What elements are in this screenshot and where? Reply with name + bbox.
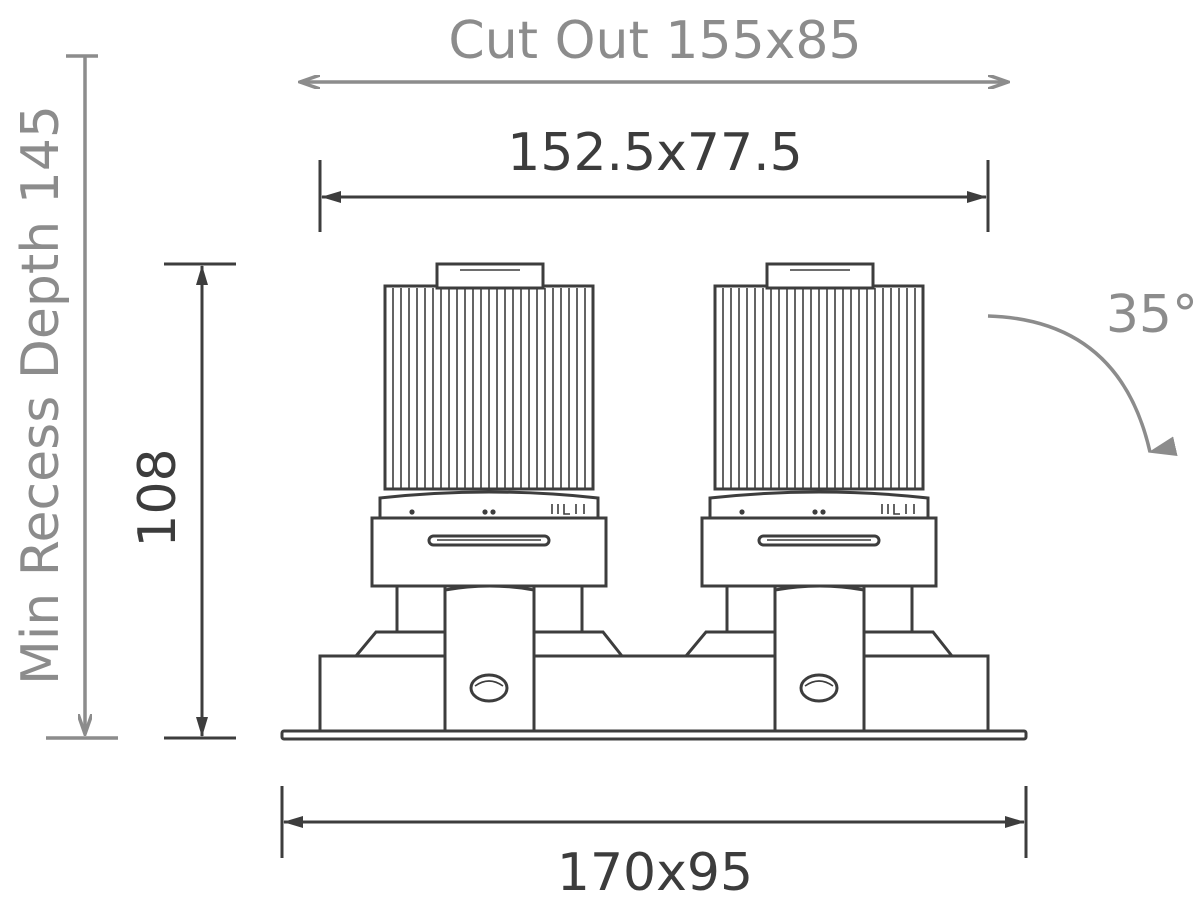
fixture-housing	[318, 654, 990, 733]
right-pivot-detail	[804, 680, 834, 687]
right-post-b	[862, 584, 914, 634]
cut-out-dimension: Cut Out 155x85	[300, 11, 1008, 82]
left-pivot-screw-icon	[469, 673, 509, 703]
left-ring-dot	[409, 509, 415, 515]
left-pivot-detail	[474, 680, 504, 687]
left-collar	[370, 516, 608, 588]
left-ring-marking	[551, 504, 585, 515]
tilt-angle-indicator: 35°	[987, 285, 1198, 456]
right-ring-marking	[881, 504, 915, 515]
min-recess-depth-label: Min Recess Depth 145	[11, 105, 71, 685]
right-ring-dot	[739, 509, 745, 515]
right-yoke	[773, 584, 866, 733]
left-lower-ring	[378, 490, 600, 520]
tilt-angle-label: 35°	[1106, 285, 1198, 345]
right-top-cap	[765, 262, 875, 290]
left-ring-dot	[490, 509, 496, 515]
left-top-cap	[435, 262, 545, 290]
inner-width-label: 152.5x77.5	[507, 123, 802, 183]
right-pivot-screw-icon	[799, 673, 839, 703]
inner-width-dimension: 152.5x77.5	[318, 123, 990, 232]
overall-width-label: 170x95	[557, 843, 753, 903]
height-dimension: 108	[128, 262, 236, 740]
min-recess-depth-dimension: Min Recess Depth 145	[11, 54, 118, 740]
left-ring-dot	[482, 509, 488, 515]
left-heatsink-fins	[392, 288, 586, 488]
right-lower-ring	[708, 490, 930, 520]
right-collar	[700, 516, 938, 588]
left-collar-slot	[427, 534, 551, 547]
left-lamp-module	[354, 262, 624, 733]
right-lamp-module	[684, 262, 954, 733]
left-post-a	[395, 584, 447, 634]
height-label: 108	[128, 448, 188, 547]
right-ring-dot	[820, 509, 826, 515]
cut-out-label: Cut Out 155x85	[448, 11, 861, 71]
tilt-arc-arrow	[987, 314, 1178, 456]
fixture-drawing	[280, 262, 1028, 741]
overall-width-dimension: 170x95	[280, 786, 1028, 903]
left-yoke	[443, 584, 536, 733]
left-post-b	[532, 584, 584, 634]
right-ring-dot	[812, 509, 818, 515]
right-post-a	[725, 584, 777, 634]
right-collar-slot	[757, 534, 881, 547]
right-heatsink-fins	[722, 288, 916, 488]
